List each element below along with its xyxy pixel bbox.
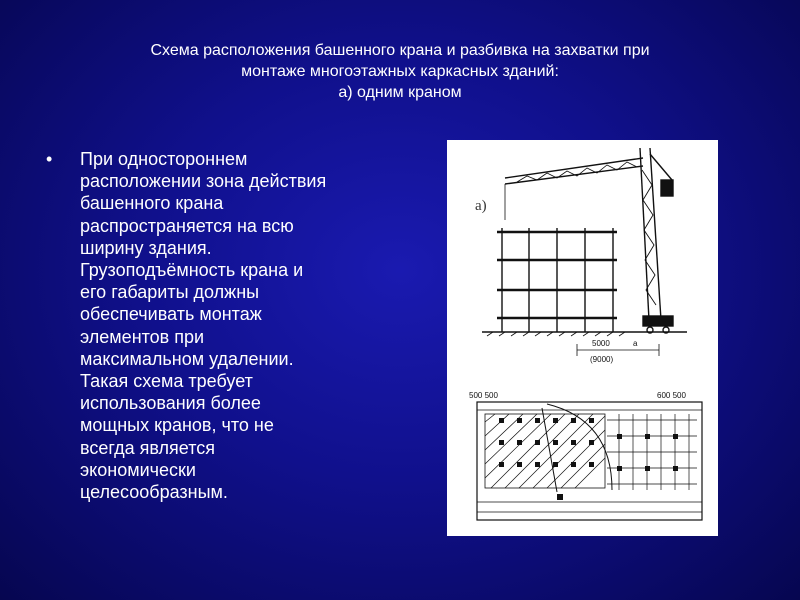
crane-tower-left: [639, 147, 650, 321]
plan-outline: [476, 401, 703, 521]
dim-top-1: 5000: [592, 339, 610, 348]
dim-top-sub: (9000): [590, 355, 613, 364]
bullet-dot: •: [46, 149, 53, 169]
slide-title: Схема расположения башенного крана и раз…: [40, 40, 760, 103]
title-line-3: а) одним краном: [338, 84, 462, 101]
dim-plan-left: 500 500: [469, 391, 498, 400]
crane-jib: [504, 157, 644, 179]
dim-plan-right: 600 500: [657, 391, 686, 400]
bullet-text: При одностороннем расположении зона дейс…: [80, 149, 327, 503]
figure-label: а): [475, 198, 487, 214]
dim-top-2: a: [633, 339, 638, 348]
crane-drawing: 5000 a (9000) 500 500 600 500: [469, 147, 703, 521]
title-line-1: Схема расположения башенного крана и раз…: [150, 42, 650, 59]
crane-scheme-figure: 5000 a (9000) 500 500 600 500 а): [447, 140, 718, 536]
crane-tower-right: [649, 147, 662, 321]
title-line-2: монтаже многоэтажных каркасных зданий:: [241, 63, 559, 80]
